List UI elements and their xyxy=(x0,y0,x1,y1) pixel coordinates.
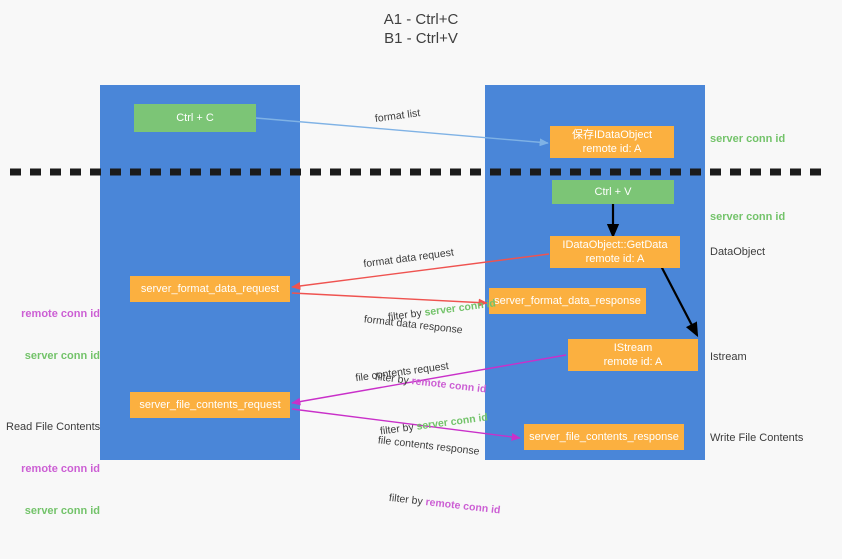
node-getdata[interactable]: IDataObject::GetData remote id: A xyxy=(550,236,680,268)
node-save-idataobject-line2: remote id: A xyxy=(582,143,642,155)
node-server-format-data-request[interactable]: server_format_data_request xyxy=(130,276,290,302)
node-server-file-contents-response-label: server_file_contents_response xyxy=(529,431,679,443)
node-istream[interactable]: IStream remote id: A xyxy=(568,339,698,371)
label-format-remote-conn-id: remote conn id xyxy=(21,308,100,320)
node-server-file-contents-request[interactable]: server_file_contents_request xyxy=(130,392,290,418)
label-read-file-contents: Read File Contents xyxy=(6,421,101,433)
label-server-conn-id-second: server conn id xyxy=(710,211,786,223)
label-file-remote-conn-id: remote conn id xyxy=(21,463,100,475)
node-getdata-line2: remote id: A xyxy=(585,253,645,265)
caption-format-data-request-line1: format data request xyxy=(362,246,455,271)
node-ctrl-v-label: Ctrl + V xyxy=(594,186,632,198)
caption-filter-key-remote-2: remote conn id xyxy=(424,496,502,517)
label-server-conn-id-top: server conn id xyxy=(710,133,786,145)
caption-format-list: format list xyxy=(374,107,421,125)
node-server-file-contents-response[interactable]: server_file_contents_response xyxy=(524,424,684,450)
node-server-file-contents-request-label: server_file_contents_request xyxy=(139,399,281,411)
caption-file-contents-response-filter: filter by remote conn id xyxy=(369,475,502,531)
node-istream-line2: remote id: A xyxy=(603,356,663,368)
node-server-format-data-response[interactable]: server_format_data_response xyxy=(489,288,646,314)
label-istream: Istream xyxy=(710,351,747,363)
node-ctrl-c-label: Ctrl + C xyxy=(176,112,214,124)
label-format-server-conn-id: server conn id xyxy=(24,350,100,362)
page-title: A1 - Ctrl+C B1 - Ctrl+V xyxy=(383,11,459,47)
caption-file-contents-request-line1: file contents request xyxy=(354,360,450,385)
node-server-format-data-response-label: server_format_data_response xyxy=(494,295,641,307)
node-save-idataobject[interactable]: 保存IDataObject remote id: A xyxy=(550,126,674,158)
label-dataobject: DataObject xyxy=(710,246,766,258)
node-getdata-line1: IDataObject::GetData xyxy=(562,239,668,251)
diagram-canvas: A1 - Ctrl+C B1 - Ctrl+V A1 remote B1 con… xyxy=(6,11,830,517)
label-write-file-contents: Write File Contents xyxy=(710,432,804,444)
node-server-format-data-request-label: server_format_data_request xyxy=(140,283,280,295)
caption-file-contents-response-line1: file contents response xyxy=(377,434,481,458)
node-ctrl-c[interactable]: Ctrl + C xyxy=(134,104,256,132)
caption-file-contents-response: file contents response filter by remote … xyxy=(366,405,511,559)
node-ctrl-v[interactable]: Ctrl + V xyxy=(552,180,674,204)
node-istream-line1: IStream xyxy=(613,342,653,354)
caption-filter-prefix-4: filter by xyxy=(388,491,427,508)
node-save-idataobject-line1: 保存IDataObject xyxy=(571,129,653,141)
label-format-conn-ids: remote conn id server conn id xyxy=(8,279,100,391)
label-file-server-conn-id: server conn id xyxy=(24,505,100,517)
label-read-file-contents-group: Read File Contents remote conn id server… xyxy=(6,392,100,546)
